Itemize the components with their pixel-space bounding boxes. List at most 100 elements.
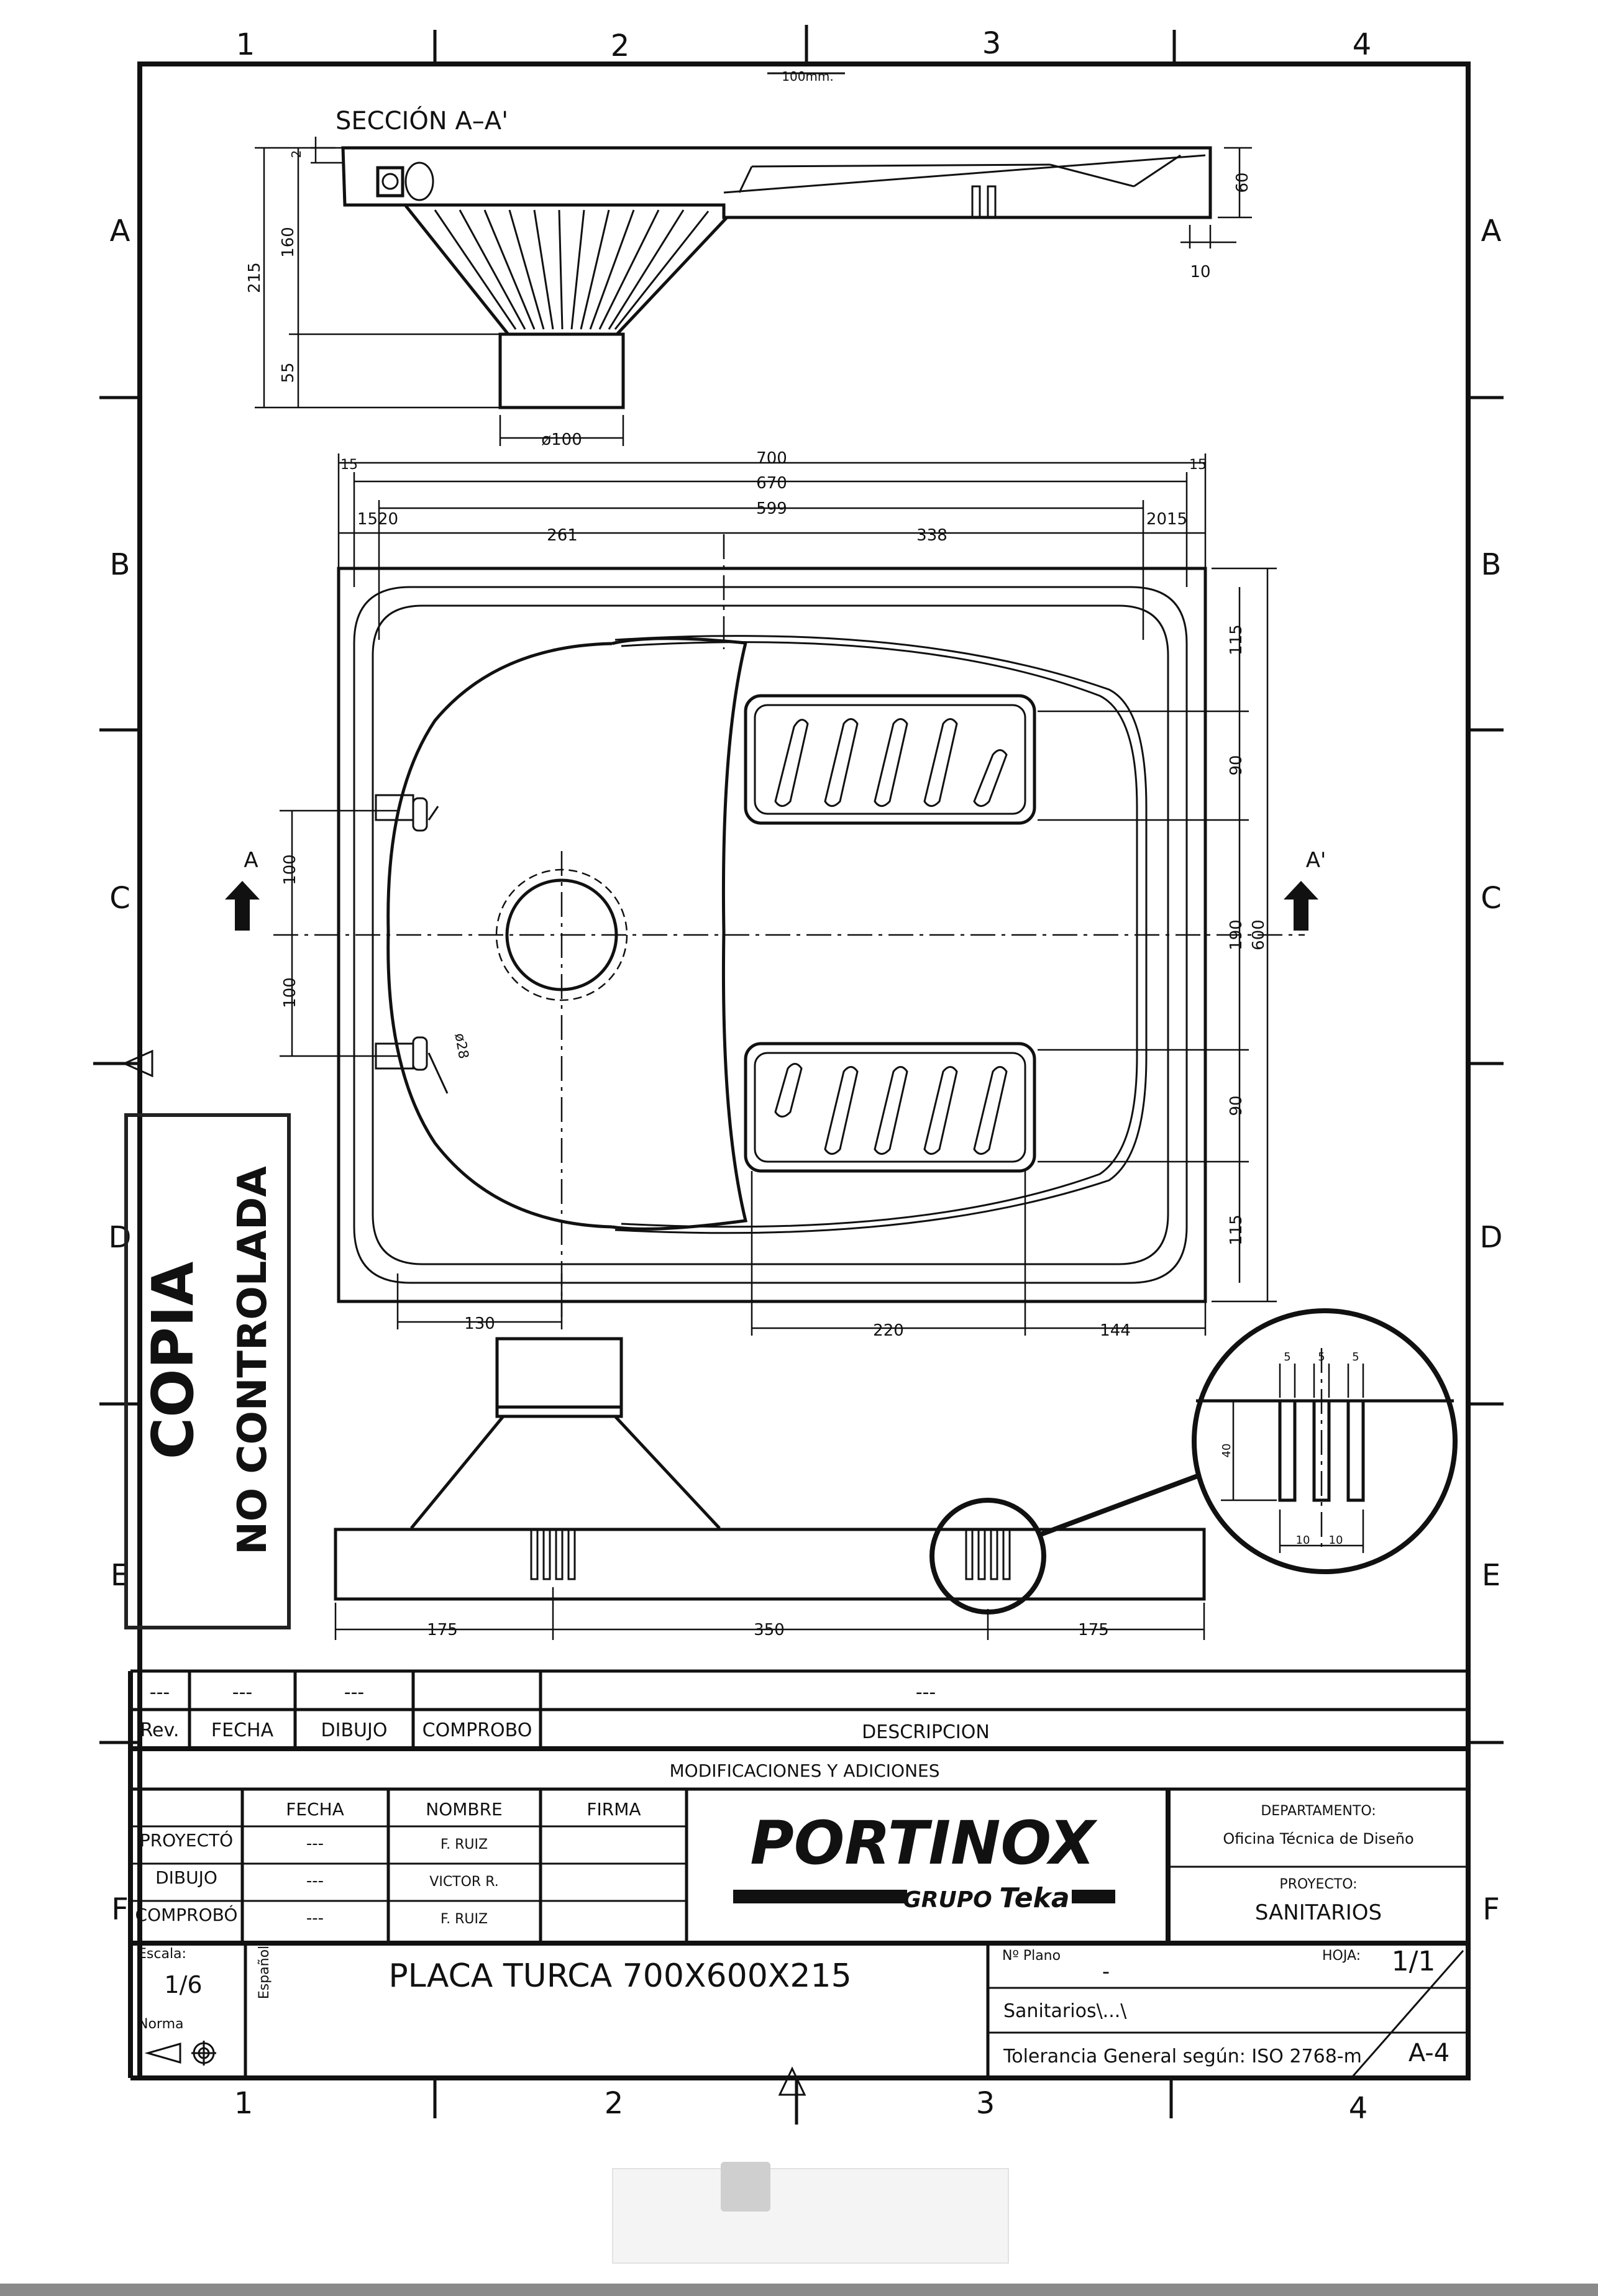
section-dim-outlet-diameter: ø100 bbox=[541, 430, 582, 449]
stamp-line-1: COPIA bbox=[140, 1262, 206, 1460]
tb-plano: - bbox=[1102, 1959, 1110, 1984]
plan-dim-190: 190 bbox=[1227, 919, 1246, 950]
video-clip-icon bbox=[721, 2162, 770, 2212]
tb-row-dibujo-nombre: VICTOR R. bbox=[429, 1874, 498, 1890]
zone-row-b-right: B bbox=[1481, 547, 1502, 582]
tb-departamento: Oficina Técnica de Diseño bbox=[1223, 1830, 1413, 1847]
section-dim-215: 215 bbox=[245, 262, 264, 293]
scale-mark-label: 100mm. bbox=[782, 69, 834, 84]
section-dim-160: 160 bbox=[279, 227, 298, 258]
detail-dim-10-right: 10 bbox=[1329, 1534, 1343, 1547]
zone-col-1-bottom: 1 bbox=[234, 2086, 253, 2121]
zone-col-1-top: 1 bbox=[236, 27, 255, 62]
revisions-table bbox=[128, 1669, 1468, 2078]
tb-norma-label: Norma bbox=[138, 2016, 184, 2032]
plan-dim-599: 599 bbox=[756, 499, 787, 518]
tb-row-proyecto-label: PROYECTÓ bbox=[140, 1829, 233, 1851]
tb-departamento-label: DEPARTAMENTO: bbox=[1261, 1803, 1376, 1819]
tb-hoja: 1/1 bbox=[1392, 1946, 1436, 1977]
tb-row-dibujo-fecha: --- bbox=[306, 1872, 324, 1890]
plan-dim-220: 220 bbox=[873, 1321, 904, 1340]
tb-row-dibujo-label: DIBUJO bbox=[155, 1867, 217, 1888]
zone-row-f-left: F bbox=[111, 1892, 129, 1927]
rev-header-fecha: FECHA bbox=[211, 1720, 274, 1741]
tb-row-comprobo-nombre: F. RUIZ bbox=[441, 1911, 488, 1927]
plan-dim-1520: 1520 bbox=[357, 510, 398, 529]
plan-dim-670: 670 bbox=[756, 474, 787, 493]
section-dim-2: 2 bbox=[289, 150, 304, 158]
zone-row-a-right: A bbox=[1481, 214, 1502, 248]
section-view bbox=[255, 137, 1252, 446]
section-mark-a-prime: A' bbox=[1306, 848, 1326, 873]
tb-escala: 1/6 bbox=[164, 1971, 202, 1998]
plan-view bbox=[225, 453, 1318, 1336]
section-dim-55: 55 bbox=[279, 362, 298, 383]
plan-dim-115-bottom: 115 bbox=[1227, 1214, 1246, 1246]
zone-col-3-bottom: 3 bbox=[976, 2086, 995, 2121]
detail-dim-5-b: 5 bbox=[1318, 1351, 1325, 1364]
tb-row-comprobo-label: COMPROBÓ bbox=[135, 1904, 238, 1925]
detail-dim-5-c: 5 bbox=[1352, 1351, 1359, 1364]
plan-dim-100-upper: 100 bbox=[281, 854, 299, 885]
zone-row-f-right: F bbox=[1482, 1892, 1500, 1927]
zone-row-a-left: A bbox=[110, 214, 130, 248]
rev-header-rev: Rev. bbox=[140, 1720, 180, 1741]
plan-dim-bolt-diameter: ø28 bbox=[451, 1032, 471, 1060]
plan-dim-100-lower: 100 bbox=[281, 977, 299, 1008]
zone-col-3-top: 3 bbox=[982, 26, 1002, 61]
plan-dim-15-right: 15 bbox=[1189, 457, 1207, 473]
tb-language: Español bbox=[257, 1946, 272, 1999]
scan-edge-bar bbox=[0, 2284, 1598, 2296]
detail-dim-40: 40 bbox=[1220, 1444, 1233, 1458]
stamp-line-2: NO CONTROLADA bbox=[230, 1166, 276, 1555]
plan-dim-90-bottom: 90 bbox=[1227, 1095, 1246, 1116]
zone-row-c-left: C bbox=[109, 881, 130, 916]
uncontrolled-copy-stamp: COPIA NO CONTROLADA bbox=[124, 1113, 291, 1629]
rev-descripcion-value: --- bbox=[916, 1682, 936, 1703]
elevation-dim-175-right: 175 bbox=[1078, 1621, 1109, 1639]
plan-dim-90-top: 90 bbox=[1227, 755, 1246, 775]
rev-dibujo-value: --- bbox=[344, 1682, 364, 1703]
zone-row-e-right: E bbox=[1482, 1558, 1500, 1593]
rev-header-comprobo: COMPROBO bbox=[422, 1720, 532, 1741]
elevation-dim-350: 350 bbox=[754, 1621, 785, 1639]
tb-row-proyecto-fecha: --- bbox=[306, 1834, 324, 1853]
zone-col-4-bottom: 4 bbox=[1349, 2091, 1368, 2126]
zone-row-b-left: B bbox=[110, 547, 130, 582]
plan-dim-15-left: 15 bbox=[340, 457, 358, 473]
tb-part-title: PLACA TURCA 700X600X215 bbox=[388, 1957, 851, 1995]
logo-group-brand: Teka bbox=[999, 1882, 1069, 1914]
tb-proyecto-label: PROYECTO: bbox=[1279, 1877, 1357, 1892]
rev-fecha-value: --- bbox=[232, 1682, 252, 1703]
tb-format: A-4 bbox=[1409, 2039, 1450, 2067]
plan-dim-130: 130 bbox=[464, 1314, 495, 1333]
section-dim-10: 10 bbox=[1190, 263, 1210, 281]
plan-dim-115-top: 115 bbox=[1227, 624, 1246, 655]
tb-hoja-label: HOJA: bbox=[1322, 1948, 1361, 1964]
rev-header-descripcion: DESCRIPCION bbox=[862, 1721, 990, 1743]
section-title: SECCIÓN A–A' bbox=[336, 106, 508, 135]
section-mark-a: A bbox=[244, 848, 258, 873]
logo-group-label: GRUPO bbox=[903, 1887, 992, 1913]
tb-row-proyecto-nombre: F. RUIZ bbox=[441, 1837, 488, 1852]
logo-brand: PORTINOX bbox=[750, 1808, 1097, 1878]
rev-caption: MODIFICACIONES Y ADICIONES bbox=[670, 1761, 940, 1781]
portinox-logo: PORTINOX GRUPO Teka bbox=[733, 1808, 1115, 1914]
rev-header-dibujo: DIBUJO bbox=[321, 1720, 388, 1741]
plan-dim-700: 700 bbox=[756, 449, 787, 468]
zone-col-2-top: 2 bbox=[611, 29, 630, 63]
section-dim-60: 60 bbox=[1233, 172, 1252, 193]
scanner-preview-thumbnail bbox=[612, 2168, 1009, 2264]
plan-dim-600: 600 bbox=[1249, 919, 1268, 950]
tb-plano-label: Nº Plano bbox=[1002, 1948, 1061, 1964]
rev-value: --- bbox=[150, 1682, 170, 1703]
elevation-dim-175-left: 175 bbox=[427, 1621, 458, 1639]
tb-header-nombre: NOMBRE bbox=[426, 1799, 503, 1820]
elevation-view bbox=[334, 1308, 1458, 1640]
tb-row-comprobo-fecha: --- bbox=[306, 1909, 324, 1928]
plan-dim-144: 144 bbox=[1100, 1321, 1131, 1340]
tb-proyecto: SANITARIOS bbox=[1255, 1900, 1382, 1925]
tb-tolerance: Tolerancia General según: ISO 2768-m bbox=[1003, 2046, 1362, 2067]
tb-escala-label: Escala: bbox=[138, 1946, 186, 1962]
